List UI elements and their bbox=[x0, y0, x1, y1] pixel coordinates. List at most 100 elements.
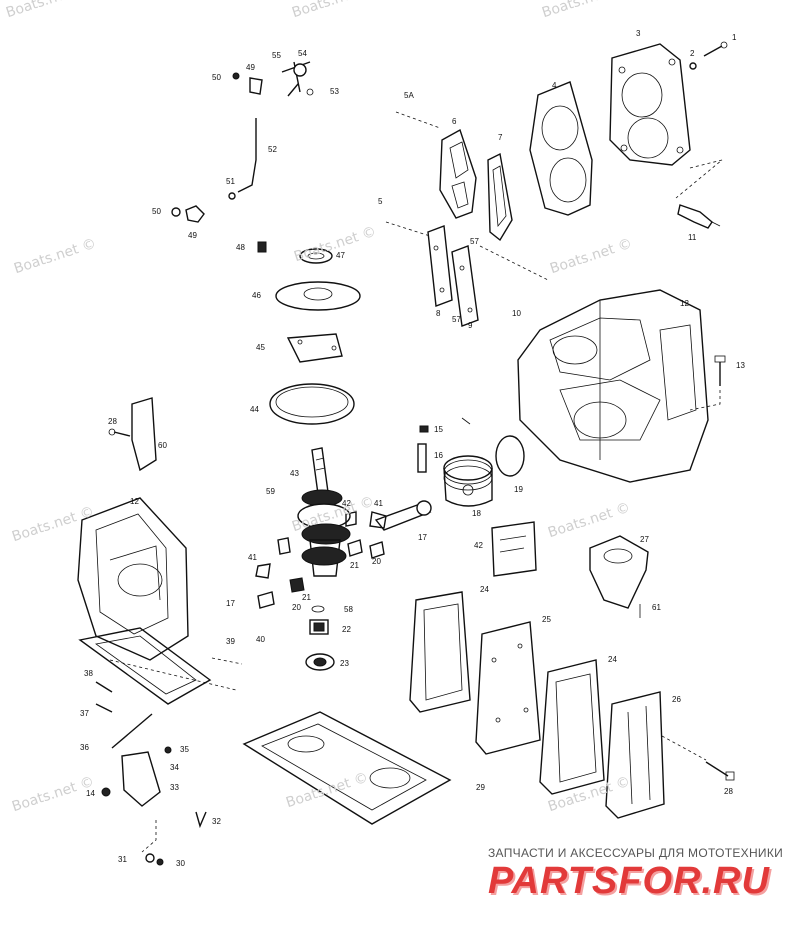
callout-9: 9 bbox=[468, 321, 473, 330]
callout-51: 51 bbox=[226, 177, 235, 186]
callout-labels: 1 2 3 4 5A 6 7 5 8 57 9 57 10 12 13 11 5… bbox=[80, 29, 745, 868]
adapter-plate bbox=[78, 627, 212, 705]
head-gasket bbox=[529, 81, 593, 216]
callout-32: 32 bbox=[212, 817, 221, 826]
callout-43: 43 bbox=[290, 469, 299, 478]
brand-logo[interactable]: PARTSFOR.RU bbox=[488, 860, 770, 902]
callout-50b: 50 bbox=[152, 207, 161, 216]
piston-pin bbox=[417, 443, 427, 473]
callout-60: 60 bbox=[158, 441, 167, 450]
callout-6: 6 bbox=[452, 117, 457, 126]
exhaust-gasket-2 bbox=[539, 659, 605, 795]
callout-20a: 20 bbox=[372, 557, 381, 566]
spark-plug bbox=[677, 204, 721, 229]
piston-ring bbox=[495, 435, 525, 477]
callout-42: 42 bbox=[342, 499, 351, 508]
callout-16: 16 bbox=[434, 451, 443, 460]
callout-3: 3 bbox=[636, 29, 641, 38]
callout-21b: 21 bbox=[302, 593, 311, 602]
callout-28a: 28 bbox=[108, 417, 117, 426]
callout-12-left: 12 bbox=[130, 497, 139, 506]
callout-10: 10 bbox=[512, 309, 521, 318]
callout-42b: 42 bbox=[474, 541, 483, 550]
callout-22: 22 bbox=[342, 625, 351, 634]
callout-17b: 17 bbox=[418, 533, 427, 542]
callout-47: 47 bbox=[336, 251, 345, 260]
callout-49b: 49 bbox=[188, 231, 197, 240]
exhaust-gasket-1 bbox=[409, 591, 471, 713]
o-ring bbox=[269, 383, 355, 425]
callout-41b: 41 bbox=[248, 553, 257, 562]
callout-48: 48 bbox=[236, 243, 245, 252]
callout-11: 11 bbox=[688, 233, 697, 242]
brand-tagline: ЗАПЧАСТИ И АКСЕССУАРЫ ДЛЯ МОТОТЕХНИКИ bbox=[488, 846, 784, 860]
callout-5: 5 bbox=[378, 197, 383, 206]
crankshaft bbox=[297, 447, 351, 671]
throttle-linkage bbox=[171, 61, 314, 223]
callout-33: 33 bbox=[170, 783, 179, 792]
callout-15: 15 bbox=[434, 425, 443, 434]
rod-bearing-caps bbox=[255, 511, 385, 609]
callout-53: 53 bbox=[330, 87, 339, 96]
callout-17a: 17 bbox=[226, 599, 235, 608]
callout-28b: 28 bbox=[724, 787, 733, 796]
callout-21a: 21 bbox=[350, 561, 359, 570]
callout-8: 8 bbox=[436, 309, 441, 318]
callout-27: 27 bbox=[640, 535, 649, 544]
callout-24b: 24 bbox=[608, 655, 617, 664]
piston bbox=[443, 455, 493, 507]
callout-39: 39 bbox=[226, 637, 235, 646]
callout-4: 4 bbox=[552, 81, 557, 90]
crankcase-right bbox=[517, 289, 709, 483]
callout-58: 58 bbox=[344, 605, 353, 614]
seal-ring bbox=[286, 333, 343, 363]
callout-30: 30 bbox=[176, 859, 185, 868]
callout-29: 29 bbox=[476, 783, 485, 792]
callout-59: 59 bbox=[266, 487, 275, 496]
callout-35: 35 bbox=[180, 745, 189, 754]
callout-61: 61 bbox=[652, 603, 661, 612]
callout-34: 34 bbox=[170, 763, 179, 772]
cylinder-head bbox=[609, 43, 691, 166]
callout-23: 23 bbox=[340, 659, 349, 668]
callout-19: 19 bbox=[514, 485, 523, 494]
connecting-rod bbox=[369, 500, 432, 531]
crankcase-bolt bbox=[714, 355, 726, 386]
callout-18: 18 bbox=[472, 509, 481, 518]
callout-40: 40 bbox=[256, 635, 265, 644]
callout-7: 7 bbox=[498, 133, 503, 142]
callout-37: 37 bbox=[80, 709, 89, 718]
callout-44: 44 bbox=[250, 405, 259, 414]
callout-25: 25 bbox=[542, 615, 551, 624]
callout-46: 46 bbox=[252, 291, 261, 300]
callout-36: 36 bbox=[80, 743, 89, 752]
callout-1: 1 bbox=[732, 33, 737, 42]
callout-38: 38 bbox=[84, 669, 93, 678]
transfer-cover bbox=[439, 128, 477, 219]
callout-49a: 49 bbox=[246, 63, 255, 72]
callout-50a: 50 bbox=[212, 73, 221, 82]
cover-gasket bbox=[487, 152, 513, 242]
callout-14a: 14 bbox=[86, 789, 95, 798]
callout-57b: 57 bbox=[452, 315, 461, 324]
callout-31: 31 bbox=[118, 855, 127, 864]
exhaust-plate bbox=[475, 621, 541, 755]
callout-5a: 5A bbox=[404, 91, 414, 100]
reed-plates bbox=[427, 225, 479, 327]
upper-bearing-housing bbox=[257, 241, 361, 311]
retainer-bracket bbox=[108, 397, 157, 472]
callout-52: 52 bbox=[268, 145, 277, 154]
callout-55: 55 bbox=[272, 51, 281, 60]
callout-2: 2 bbox=[690, 49, 695, 58]
callout-13: 13 bbox=[736, 361, 745, 370]
cover-bolt bbox=[705, 761, 735, 781]
exhaust-cover bbox=[589, 535, 649, 618]
exhaust-cover-plate bbox=[605, 691, 665, 819]
callout-12-right: 12 bbox=[680, 299, 689, 308]
base-gasket bbox=[242, 711, 452, 825]
callout-24a: 24 bbox=[480, 585, 489, 594]
callout-45: 45 bbox=[256, 343, 265, 352]
lower-linkage bbox=[95, 681, 207, 866]
